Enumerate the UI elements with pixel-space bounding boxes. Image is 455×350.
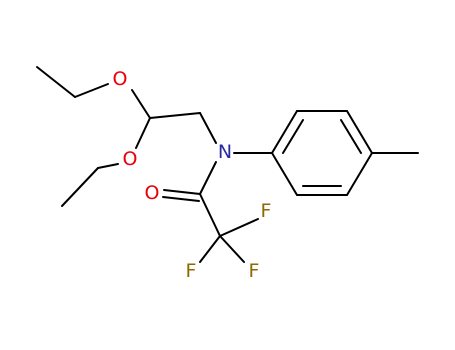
atom-n-amide: N <box>218 141 232 163</box>
atom-o-upper: O <box>113 68 128 90</box>
bond-c-f-left <box>199 235 221 263</box>
bond-c-f-bottom <box>219 235 245 263</box>
bond-c-o-double-2 <box>162 196 200 202</box>
bond-o-ch-upper <box>131 89 151 119</box>
bond-ch3-ch2-upper <box>36 66 76 98</box>
ethoxy-upper <box>36 66 151 119</box>
bond-ch2-ch3-lower <box>61 167 99 207</box>
atom-o-lower: O <box>123 148 138 170</box>
bond-c-f-right <box>219 218 259 237</box>
ring-bond-3 <box>346 110 373 154</box>
ring-bond-4 <box>346 152 373 196</box>
bond-ch-ch2 <box>149 112 201 119</box>
bond-ch2-n <box>199 112 217 144</box>
bond-c-o-double-1 <box>163 189 201 195</box>
ethoxy-lower <box>61 117 151 207</box>
ring-bond-1 <box>271 110 298 154</box>
ring-bond-6 <box>271 152 298 196</box>
atom-f-right: F <box>261 200 272 222</box>
ring-inner-1 <box>282 119 304 154</box>
benzene-ring <box>271 110 373 196</box>
bond-o-ch2-lower <box>97 163 119 169</box>
ring-inner-2 <box>340 119 362 154</box>
atom-f-left: F <box>186 260 197 282</box>
atom-f-bottom: F <box>249 260 260 282</box>
bond-ch2-o-upper <box>74 83 109 98</box>
bond-n-carbonyl <box>199 161 217 195</box>
bond-ch-o-lower <box>135 117 151 149</box>
atom-o-carbonyl: O <box>145 182 160 204</box>
bond-carbonyl-cf3 <box>199 193 221 237</box>
